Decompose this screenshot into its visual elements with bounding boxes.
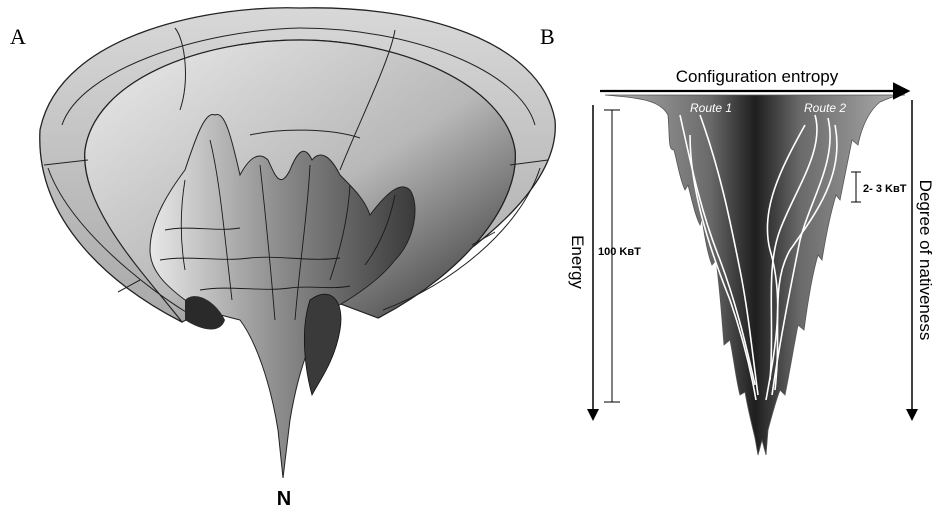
nativeness-axis-label: Degree of nativeness	[916, 180, 933, 341]
barrier-scale-bar	[851, 172, 861, 202]
barrier-scale-label: 2- 3 KʙT	[863, 183, 907, 195]
configuration-entropy-label: Configuration entropy	[676, 67, 839, 86]
energy-scale-label: 100 KʙT	[598, 246, 641, 258]
energy-landscape-3d	[40, 8, 556, 478]
native-state-label: N	[277, 488, 291, 510]
funnel-body	[605, 95, 905, 455]
route-1-label: Route 1	[690, 101, 732, 115]
folding-funnel	[605, 95, 905, 455]
dark-lobe-right	[304, 294, 341, 395]
route-2-label: Route 2	[804, 101, 846, 115]
energy-axis-label: Energy	[568, 235, 587, 289]
